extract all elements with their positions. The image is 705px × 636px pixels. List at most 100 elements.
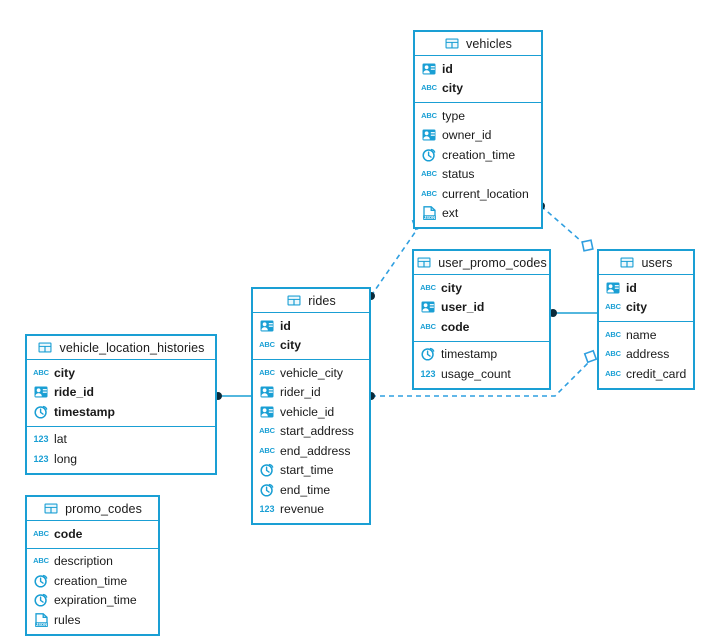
abc-text-icon: ABC [605,329,621,339]
column-row[interactable]: end_time [253,480,369,500]
column-row[interactable]: 123 revenue [253,500,369,520]
id-card-icon [421,129,437,141]
edge-vlh-to-rides[interactable] [214,392,251,400]
column-name: start_address [280,424,354,439]
column-row[interactable]: ride_id [27,383,215,403]
id-card-icon [420,301,436,313]
123-number-icon: 123 [33,453,49,464]
abc-text-icon: ABC [259,340,275,350]
column-name: name [626,327,657,342]
abc-text-icon: ABC [33,556,49,566]
table-header[interactable]: rides [253,289,369,313]
abc-text-icon: ABC [33,367,49,377]
column-row[interactable]: id [253,316,369,336]
column-row[interactable]: owner_id [415,126,541,146]
column-row[interactable]: timestamp [414,345,549,365]
column-row[interactable]: ABC name [599,325,693,345]
column-name: ride_id [54,385,94,400]
column-name: creation_time [442,147,516,162]
column-name: address [626,347,670,362]
svg-text:JSON: JSON [423,215,434,220]
123-number-icon: 123 [259,504,275,515]
column-row[interactable]: expiration_time [27,591,158,611]
column-name: vehicle_id [280,404,335,419]
column-name: ext [442,206,459,221]
column-row[interactable]: creation_time [27,571,158,591]
column-name: owner_id [442,128,492,143]
column-row[interactable]: 123 long [27,449,215,469]
column-row[interactable]: start_time [253,461,369,481]
column-name: revenue [280,502,325,517]
123-number-icon: 123 [33,434,49,445]
column-row[interactable]: vehicle_id [253,402,369,422]
column-row[interactable]: rider_id [253,383,369,403]
edge-user-promo-codes-to-users[interactable] [549,309,597,317]
abc-text-icon: ABC [605,349,621,359]
table-grid-icon [37,342,53,353]
table-header[interactable]: user_promo_codes [414,251,549,275]
table-title: users [641,255,673,270]
table-header[interactable]: promo_codes [27,497,158,521]
clock-icon [421,148,437,162]
column-row[interactable]: id [415,59,541,79]
clock-icon [259,483,275,497]
table-title: vehicles [466,36,512,51]
clock-icon [33,574,49,588]
column-name: id [626,280,637,295]
table-header[interactable]: vehicle_location_histories [27,336,215,360]
column-name: long [54,451,78,466]
column-name: creation_time [54,573,128,588]
column-row[interactable]: timestamp [27,402,215,422]
column-row[interactable]: ABC address [599,345,693,365]
abc-text-icon: ABC [605,368,621,378]
abc-text-icon: ABC [420,282,436,292]
edge-vehicles-to-users[interactable] [537,202,594,252]
svg-text:JSON: JSON [35,622,46,627]
abc-text-icon: ABC [259,367,275,377]
clock-icon [33,593,49,607]
column-row[interactable]: id [599,278,693,298]
column-name: expiration_time [54,593,137,608]
table-grid-icon [444,38,460,49]
id-card-icon [259,406,275,418]
column-row[interactable]: creation_time [415,145,541,165]
table-title: rides [308,293,336,308]
column-row[interactable]: JSON ext [415,204,541,224]
column-row[interactable]: user_id [414,298,549,318]
column-name: current_location [442,186,529,201]
clock-icon [33,405,49,419]
table-grid-icon [416,257,432,268]
table-header[interactable]: users [599,251,693,275]
table-header[interactable]: vehicles [415,32,541,56]
json-document-icon: JSON [33,612,49,627]
